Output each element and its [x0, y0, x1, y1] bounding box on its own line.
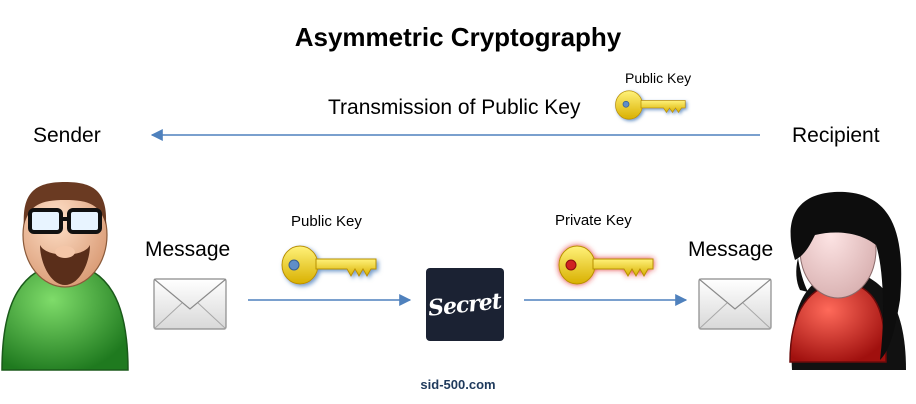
key-icon — [558, 245, 654, 285]
top-public-key-label: Public Key — [625, 70, 692, 86]
public-key-label: Public Key — [291, 213, 362, 230]
diagram-title: Asymmetric Cryptography — [294, 22, 622, 52]
message-right-label: Message — [688, 238, 774, 261]
key-icon — [281, 245, 377, 285]
key-icon — [615, 90, 686, 120]
envelope-icon — [698, 278, 772, 330]
recipient-label: Recipient — [792, 124, 880, 147]
secret-encrypted-box: Secret — [426, 268, 504, 341]
private-key-label: Private Key — [555, 212, 632, 229]
secret-box-text: Secret — [427, 287, 503, 322]
footer-url: sid-500.com — [420, 377, 496, 392]
recipient-avatar-icon — [789, 191, 906, 370]
envelope-icon — [153, 278, 227, 330]
message-left-label: Message — [145, 238, 231, 261]
sender-avatar-icon — [1, 182, 129, 371]
sender-label: Sender — [33, 124, 101, 147]
transmission-label: Transmission of Public Key — [328, 96, 581, 119]
